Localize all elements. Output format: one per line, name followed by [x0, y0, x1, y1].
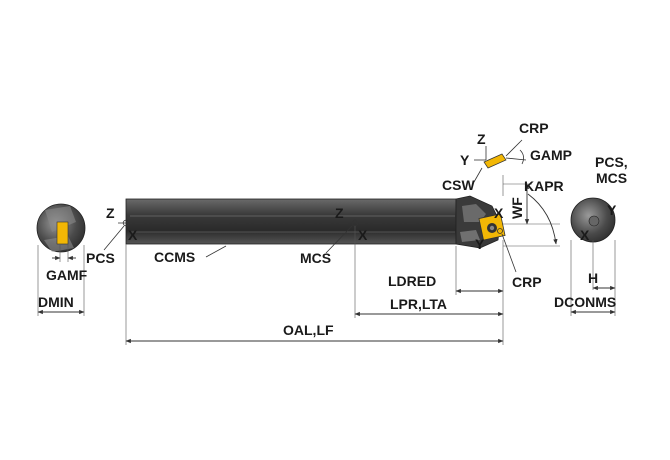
pcs-right-label: PCS,	[595, 154, 628, 170]
x-axis-mid-label: X	[358, 227, 368, 243]
kapr-label: KAPR	[524, 178, 564, 194]
front-end-view	[36, 203, 86, 316]
bar-body	[118, 195, 506, 249]
z-axis-mid-label: Z	[335, 205, 344, 221]
gamp-label: GAMP	[530, 147, 572, 163]
y-axis-head-label: Y	[475, 236, 485, 252]
mcs-right-label: MCS	[596, 170, 627, 186]
x-axis-head-label: X	[494, 205, 504, 221]
crp-bottom-label: CRP	[512, 274, 542, 290]
pcs-left-label: PCS	[86, 250, 115, 266]
z-axis-top-label: Z	[477, 131, 486, 147]
z-axis-left-label: Z	[106, 205, 115, 221]
oal-lf-label: OAL,LF	[283, 322, 334, 338]
csw-label: CSW	[442, 177, 475, 193]
lpr-lta-label: LPR,LTA	[390, 296, 447, 312]
wf-label: WF	[509, 197, 525, 219]
y-axis-end-label: Y	[607, 202, 617, 218]
y-axis-top-label: Y	[460, 152, 470, 168]
mcs-label: MCS	[300, 250, 331, 266]
x-axis-end-label: X	[580, 227, 590, 243]
rear-end-view	[570, 197, 616, 316]
ldred-label: LDRED	[388, 273, 436, 289]
h-label: H	[588, 270, 598, 286]
insert-top-detail	[474, 139, 527, 169]
dmin-label: DMIN	[38, 294, 74, 310]
x-axis-left-label: X	[128, 227, 138, 243]
dconms-label: DCONMS	[554, 294, 616, 310]
ccms-label: CCMS	[154, 249, 195, 265]
crp-top-label: CRP	[519, 120, 549, 136]
gamf-label: GAMF	[46, 267, 88, 283]
